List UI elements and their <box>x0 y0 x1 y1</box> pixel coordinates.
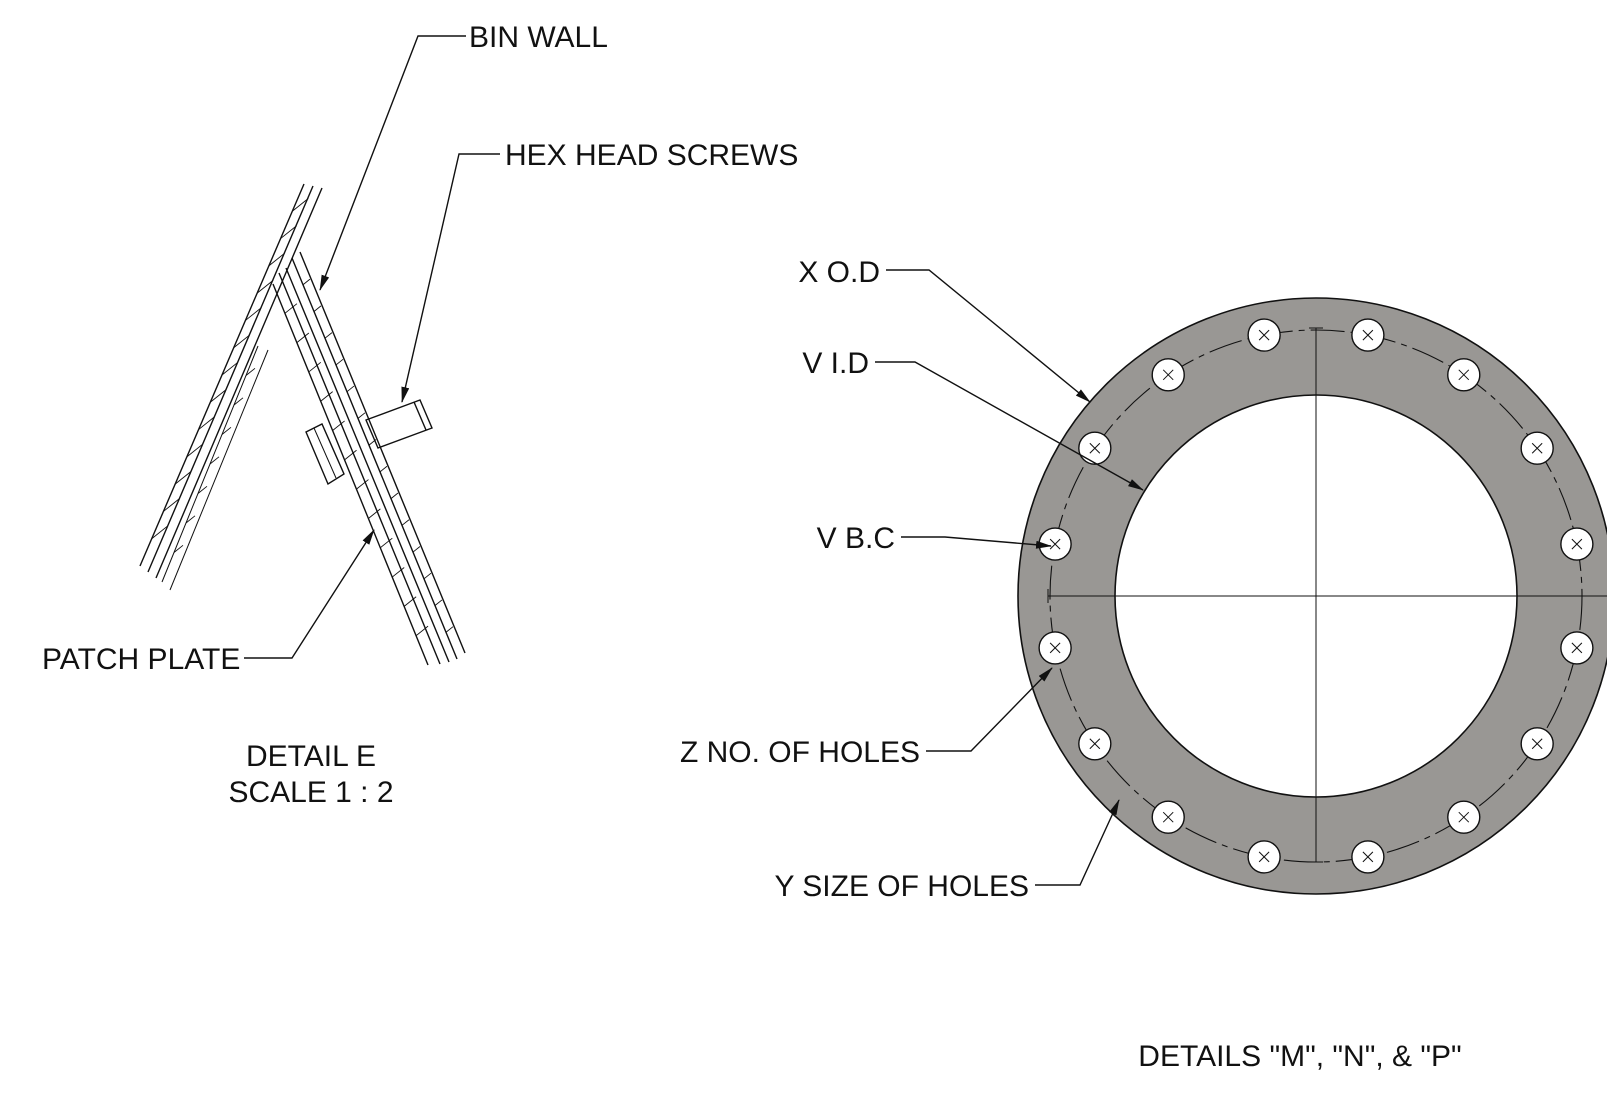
hex-head-screws-label: HEX HEAD SCREWS <box>505 139 798 172</box>
bolt-hole <box>1078 431 1112 465</box>
patch-plate-sheet <box>139 183 323 591</box>
bolt-circle-label: V B.C <box>817 522 895 555</box>
bolt-hole <box>1447 358 1481 392</box>
bolt-hole <box>1078 727 1112 761</box>
bin-wall-label: BIN WALL <box>469 21 608 54</box>
detail-e-view: BIN WALL HEX HEAD SCREWS PATCH PLATE DET… <box>42 21 798 809</box>
bolt-hole <box>1247 840 1281 874</box>
bolt-hole <box>1351 840 1385 874</box>
inner-diameter-label: V I.D <box>802 347 869 380</box>
flange-details-title: DETAILS "M", "N", & "P" <box>1138 1040 1461 1073</box>
bolt-hole <box>1520 727 1554 761</box>
outer-diameter-label: X O.D <box>798 256 880 289</box>
bolt-hole <box>1447 800 1481 834</box>
bin-wall-section <box>272 251 466 666</box>
bolt-hole <box>1247 318 1281 352</box>
bolt-hole <box>1560 631 1594 665</box>
bolt-hole <box>1560 527 1594 561</box>
detail-e-scale: SCALE 1 : 2 <box>228 776 393 809</box>
bolt-holes <box>1038 318 1594 874</box>
bolt-hole <box>1038 631 1072 665</box>
bolt-hole <box>1520 431 1554 465</box>
detail-e-title: DETAIL E <box>246 740 376 773</box>
bolt-hole <box>1151 800 1185 834</box>
hole-size-label: Y SIZE OF HOLES <box>774 870 1029 903</box>
hole-count-label: Z NO. OF HOLES <box>680 736 920 769</box>
bolt-hole <box>1351 318 1385 352</box>
patch-plate-label: PATCH PLATE <box>42 643 240 676</box>
bolt-hole <box>1151 358 1185 392</box>
hex-head-screw <box>305 399 433 486</box>
flange-view: X O.D V I.D V B.C Z NO. OF HOLES Y SIZE … <box>680 256 1607 1073</box>
bolt-hole <box>1038 527 1072 561</box>
